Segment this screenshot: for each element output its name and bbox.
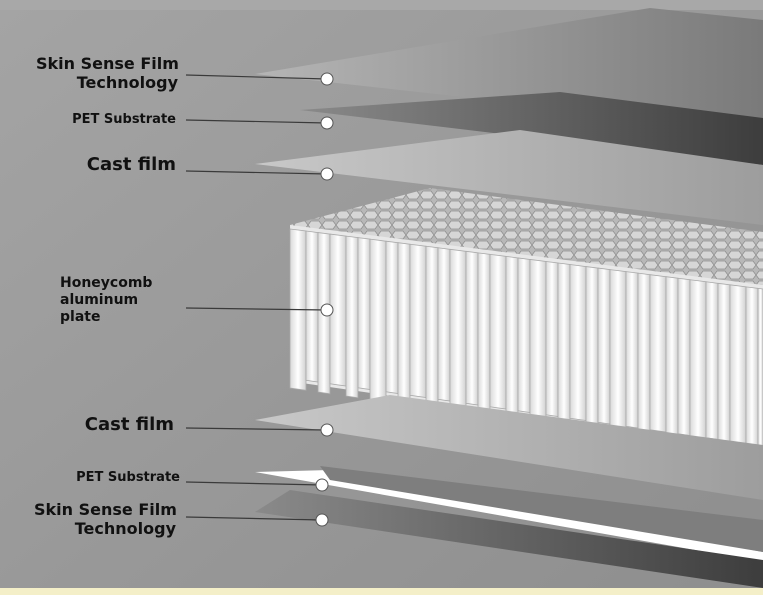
label-honeycomb-line2: aluminum (60, 291, 139, 308)
marker-pet-bottom (315, 478, 329, 492)
honeycomb-cell-wall (529, 258, 547, 426)
honeycomb-cell-wall (677, 277, 691, 436)
label-skin-top-line2: Technology (76, 73, 178, 93)
label-skin-bottom-line2: Technology (74, 519, 176, 539)
honeycomb-cell-wall (597, 267, 611, 425)
honeycomb-top-face (290, 188, 763, 285)
honeycomb-cell-wall (385, 240, 399, 394)
cast-film-bottom-sheet (255, 395, 763, 500)
label-cast-film-top: Cast film (86, 154, 176, 175)
honeycomb-cell-wall (609, 269, 627, 437)
label-skin-sense-film-top: Skin Sense Film Technology (36, 54, 179, 93)
label-honeycomb-line3: plate (60, 308, 101, 325)
marker-cast-bottom (320, 423, 334, 437)
honeycomb-cell-wall (745, 286, 759, 456)
marker-pet-top (320, 116, 334, 130)
marker-skin-top (320, 72, 334, 86)
marker-skin-bottom (315, 513, 329, 527)
marker-cast-top (320, 167, 334, 181)
skin-sense-film-bottom-sheet (255, 490, 763, 588)
pet-substrate-bottom-sheet (255, 470, 763, 562)
honeycomb-cell-wall (425, 245, 439, 410)
honeycomb-cell-wall (465, 250, 479, 406)
top-band (0, 0, 763, 10)
bottom-strip (0, 588, 763, 595)
honeycomb-cell-wall (729, 284, 747, 445)
honeycomb-cell-wall (545, 261, 559, 417)
honeycomb-cell-wall (649, 274, 667, 433)
honeycomb-cell-wall (357, 237, 371, 390)
honeycomb-cell-wall (665, 276, 679, 445)
honeycomb-cell-wall (757, 287, 763, 447)
cast-film-top-sheet (255, 130, 763, 225)
label-honeycomb-line1: Honeycomb (60, 275, 153, 291)
honeycomb-aluminum-plate (289, 225, 763, 456)
label-skin-sense-film-bottom: Skin Sense Film Technology (34, 500, 177, 539)
label-pet-substrate-bottom: PET Substrate (76, 470, 180, 485)
honeycomb-cell-wall (345, 235, 359, 399)
honeycomb-cell-wall (569, 264, 587, 422)
skin-sense-film-top-sheet (255, 8, 763, 130)
marker-points (315, 72, 334, 527)
honeycomb-cell-wall (517, 257, 531, 413)
label-pet-substrate-top: PET Substrate (72, 112, 176, 127)
honeycomb-cell-wall (437, 247, 451, 402)
honeycomb-cell-wall (369, 238, 387, 403)
honeycomb-cell-wall (409, 243, 427, 399)
label-skin-top-line1: Skin Sense Film (36, 54, 179, 73)
honeycomb-cell-wall (637, 272, 651, 441)
honeycomb-cell-wall (477, 252, 491, 418)
honeycomb-cell-wall (489, 253, 507, 410)
honeycomb-cell-wall (397, 242, 411, 406)
label-cast-film-bottom: Cast film (84, 414, 174, 435)
honeycomb-cell-wall (557, 262, 571, 429)
marker-honeycomb (320, 303, 334, 317)
honeycomb-cell-wall (585, 266, 599, 433)
honeycomb-cell-wall (505, 255, 519, 422)
honeycomb-cell-wall (717, 282, 731, 452)
honeycomb-cell-wall (625, 271, 639, 429)
honeycomb-cell-wall (689, 279, 707, 449)
pet-substrate-top-sheet (300, 92, 763, 165)
honeycomb-cell-wall (705, 281, 719, 440)
label-honeycomb-aluminum-plate: Honeycomb aluminum plate (60, 275, 152, 325)
honeycomb-cell-wall (305, 230, 319, 383)
pet-substrate-bottom-shadow (320, 466, 763, 552)
label-skin-bottom-line1: Skin Sense Film (34, 500, 177, 519)
leader-lines (185, 74, 328, 521)
honeycomb-cell-wall (449, 248, 467, 414)
